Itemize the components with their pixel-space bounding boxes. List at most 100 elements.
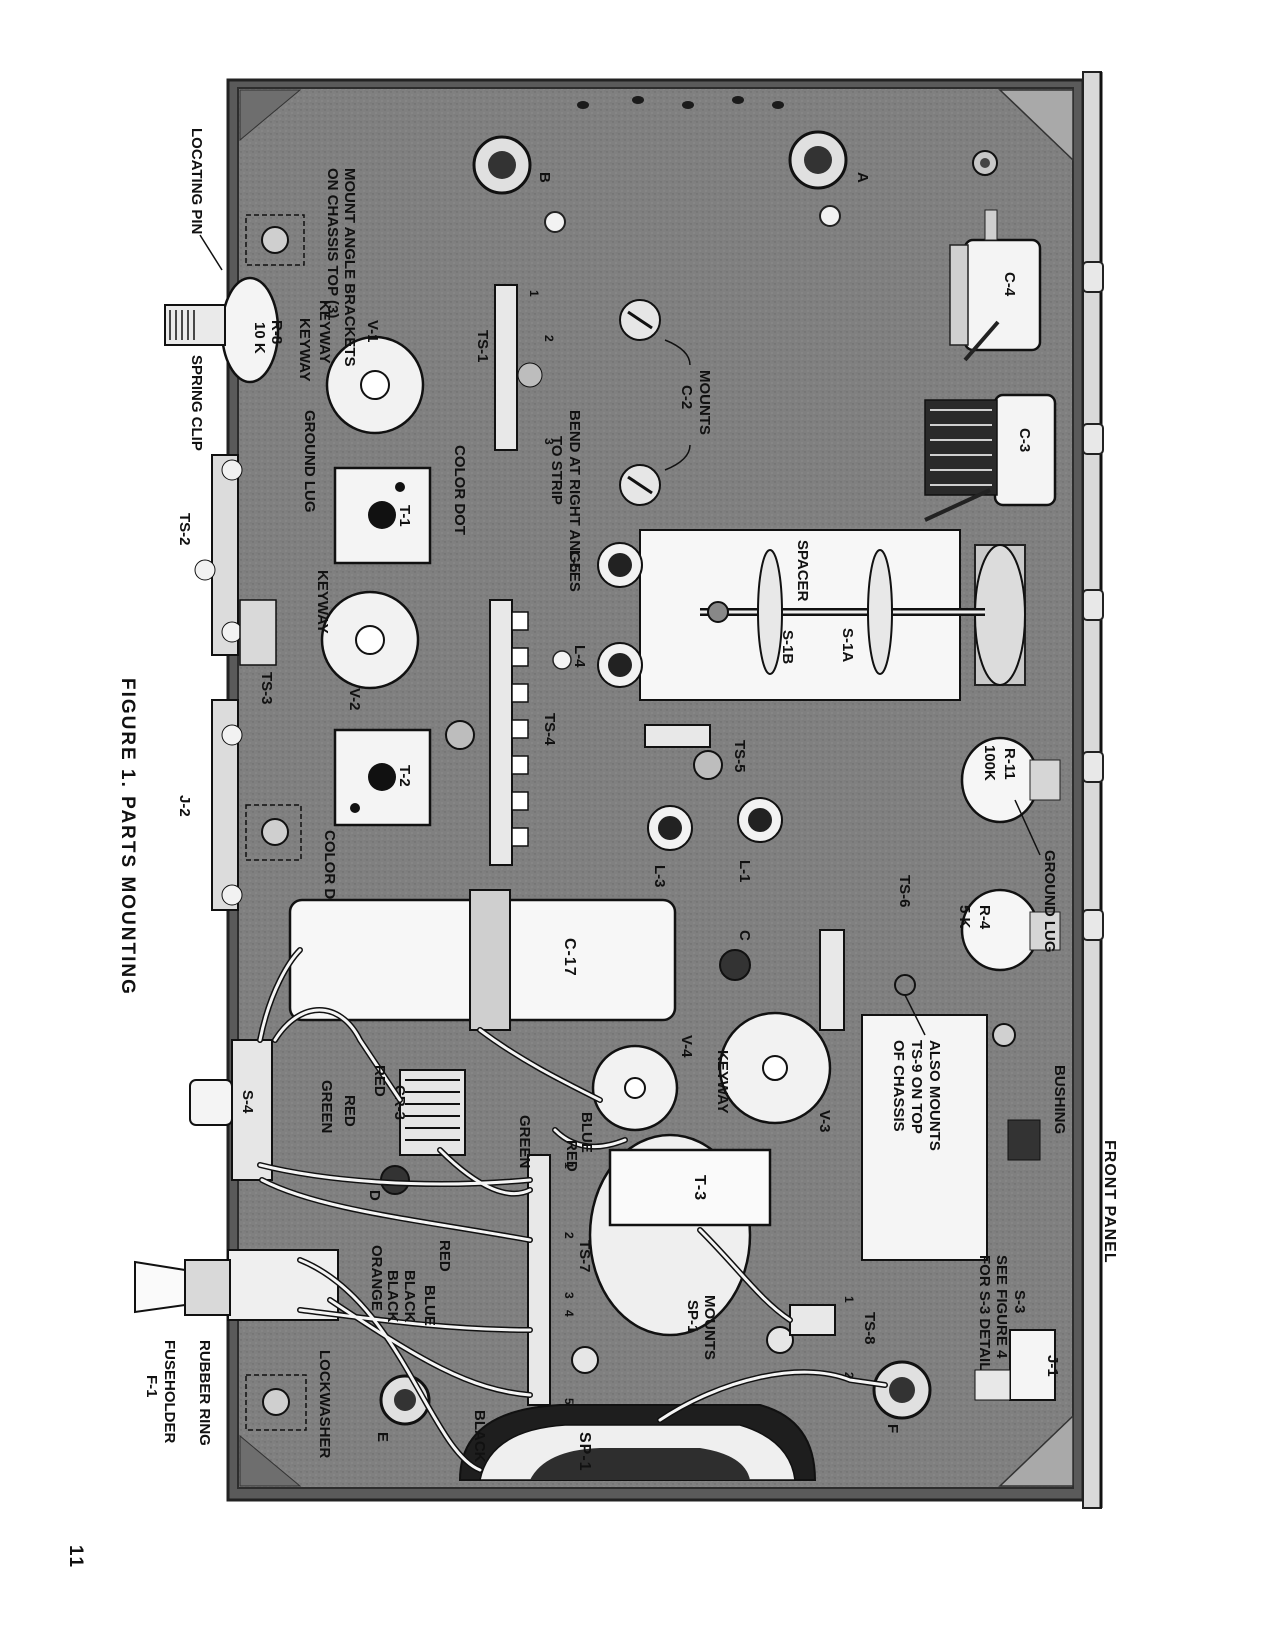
transformer-t1: T-1 COLOR DOT: [333, 445, 468, 565]
svg-text:GROUND LUG: GROUND LUG: [1041, 850, 1058, 953]
svg-text:TS-5: TS-5: [731, 740, 748, 773]
svg-text:S-1B: S-1B: [779, 630, 796, 664]
svg-text:R-4: R-4: [976, 905, 993, 930]
sp1-mounts: MOUNTS SP-1: [571, 1295, 794, 1374]
svg-text:KEYWAY: KEYWAY: [316, 300, 333, 364]
svg-text:LOCKWASHER: LOCKWASHER: [316, 1350, 333, 1459]
svg-text:OF CHASSIS: OF CHASSIS: [890, 1040, 907, 1132]
svg-text:5 K: 5 K: [956, 905, 973, 929]
svg-text:ORANGE: ORANGE: [368, 1245, 385, 1311]
locating-pin-label: LOCATING PIN: [188, 128, 205, 234]
spring-clip-label: SPRING CLIP: [188, 355, 205, 451]
svg-text:10 K: 10 K: [251, 322, 268, 354]
jack-j2: J-2: [176, 699, 302, 911]
svg-text:TS-6: TS-6: [896, 875, 913, 908]
svg-text:TS-7: TS-7: [576, 1240, 593, 1273]
tube-socket-v2: V-2 KEYWAY: [314, 570, 420, 711]
svg-text:5: 5: [562, 1398, 576, 1405]
svg-text:3: 3: [562, 1292, 576, 1299]
hole-a: A: [788, 130, 871, 190]
tube-socket-v3: V-3: [718, 1011, 833, 1133]
svg-text:2: 2: [562, 1232, 576, 1239]
svg-text:D: D: [366, 1190, 383, 1201]
wiring-white: [258, 948, 887, 1472]
svg-text:RED: RED: [436, 1240, 453, 1272]
switch-s1-assembly: SPACER S-1A S-1B: [639, 529, 1026, 701]
svg-text:C: C: [736, 930, 753, 941]
fuseholder-f1: RUBBER RING FUSEHOLDER F-1: [134, 1249, 339, 1446]
terminal-strip-ts7: TS-7 1 2 3 4 5: [527, 1154, 593, 1406]
svg-text:C-17: C-17: [561, 938, 578, 977]
jack-j1: J-1: [974, 1329, 1061, 1401]
svg-text:BLACK: BLACK: [384, 1270, 401, 1323]
hole-f: F: [872, 1360, 932, 1433]
s3-note: S-3 SEE FIGURE 4 FOR S-3 DETAIL: [976, 1255, 1028, 1371]
hole-c: C: [719, 930, 753, 981]
wire-labels: GREEN RED RED GREEN BLUE RED RED ORANGE …: [318, 1065, 595, 1463]
hole-b: B: [472, 135, 553, 195]
mount-angle-bracket: MOUNT ANGLE BRACKETS ON CHASSIS TOP (3): [245, 168, 358, 367]
tube-socket-v4: V-4 KEYWAY: [591, 1035, 731, 1132]
tube-socket-v1: V-1 KEYWAY: [316, 300, 425, 435]
svg-text:2: 2: [542, 335, 556, 342]
svg-text:L-1: L-1: [736, 860, 753, 883]
potentiometer-r11: 100K R-11: [960, 736, 1061, 824]
svg-text:FOR S-3 DETAIL: FOR S-3 DETAIL: [976, 1255, 993, 1371]
capacitor-c17: C-17: [288, 889, 677, 1031]
svg-text:SPACER: SPACER: [794, 540, 811, 602]
svg-text:E: E: [374, 1432, 391, 1442]
svg-text:1: 1: [562, 1162, 576, 1169]
svg-text:TO STRIP: TO STRIP: [548, 436, 565, 505]
chassis-top-holes: [577, 96, 784, 109]
svg-text:C-4: C-4: [1001, 272, 1018, 297]
svg-text:TS-2: TS-2: [176, 513, 193, 546]
svg-text:V-4: V-4: [678, 1035, 695, 1058]
svg-text:MOUNTS: MOUNTS: [701, 1295, 718, 1360]
svg-text:100K: 100K: [981, 745, 998, 781]
svg-text:SEE FIGURE 4: SEE FIGURE 4: [993, 1255, 1010, 1359]
svg-text:J-1: J-1: [1044, 1355, 1061, 1377]
terminal-strip-ts3: TS-3: [239, 599, 277, 705]
svg-text:L-3: L-3: [651, 865, 668, 888]
front-panel-label: FRONT PANEL: [1101, 1140, 1118, 1264]
svg-text:COLOR DOT: COLOR DOT: [321, 830, 338, 920]
svg-text:BEND AT RIGHT ANGLES: BEND AT RIGHT ANGLES: [566, 410, 583, 592]
c2-mounts: MOUNTS C-2: [619, 299, 713, 506]
svg-text:TS-1: TS-1: [474, 330, 491, 363]
svg-text:J-2: J-2: [176, 795, 193, 817]
svg-text:BLUE: BLUE: [578, 1112, 595, 1153]
coil-l4: L-4: [552, 642, 643, 688]
speaker-sp1: SP-1: [458, 1404, 817, 1481]
terminal-strip-ts5: TS-5: [644, 724, 748, 780]
svg-text:ALSO MOUNTS: ALSO MOUNTS: [926, 1040, 943, 1151]
svg-text:1: 1: [842, 1296, 856, 1303]
svg-text:SP-1: SP-1: [684, 1300, 701, 1333]
svg-text:GREEN: GREEN: [516, 1115, 533, 1168]
svg-text:V-2: V-2: [346, 688, 363, 711]
svg-text:F-1: F-1: [143, 1375, 160, 1398]
svg-text:4: 4: [562, 1310, 576, 1317]
rectifier-cr3: CR-3: [391, 1069, 466, 1156]
coil-l3: L-3: [647, 805, 693, 888]
svg-text:RED: RED: [371, 1065, 388, 1097]
svg-text:GREEN: GREEN: [318, 1080, 335, 1133]
svg-text:S-3: S-3: [1011, 1290, 1028, 1313]
svg-text:COLOR DOT: COLOR DOT: [451, 445, 468, 535]
svg-text:R-11: R-11: [1001, 748, 1018, 780]
svg-text:S-1A: S-1A: [839, 628, 856, 662]
svg-text:TS-9 ON TOP: TS-9 ON TOP: [908, 1040, 925, 1134]
page-number: 11: [65, 1545, 86, 1569]
svg-text:KEYWAY: KEYWAY: [296, 318, 313, 382]
svg-text:C-2: C-2: [678, 385, 695, 409]
svg-text:MOUNT ANGLE BRACKETS: MOUNT ANGLE BRACKETS: [341, 168, 358, 367]
terminal-strip-ts2: TS-2: [176, 454, 243, 656]
svg-text:2: 2: [842, 1372, 856, 1379]
potentiometer-r8: R-8 10 K KEYWAY: [164, 276, 313, 384]
svg-text:RED: RED: [563, 1140, 580, 1172]
terminal-strip-ts6: TS-6: [819, 875, 916, 1031]
ground-lug-top-label: GROUND LUG: [1014, 799, 1058, 953]
svg-text:BLACK: BLACK: [471, 1410, 488, 1463]
svg-text:KEYWAY: KEYWAY: [314, 570, 331, 634]
